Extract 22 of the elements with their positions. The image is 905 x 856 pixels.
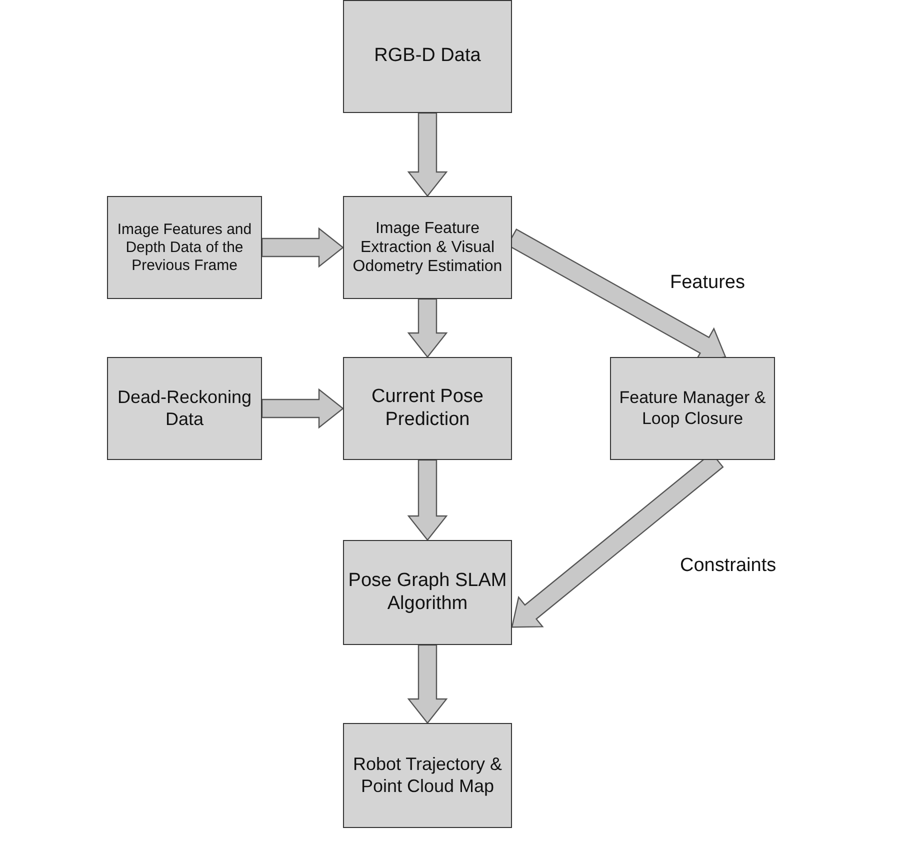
box-label: Feature Manager & Loop Closure <box>618 388 767 429</box>
block-arrow <box>261 227 344 268</box>
block-arrow <box>407 459 448 541</box>
block-arrow <box>407 298 448 358</box>
block-arrow <box>407 644 448 724</box>
box-label: Image Features and Depth Data of the Previous Frame <box>116 220 253 274</box>
box-label: Image Feature Extraction & Visual Odometry Estimation <box>352 218 504 276</box>
process-box <box>107 357 262 460</box>
process-box <box>610 357 775 460</box>
box-label: Current Pose Prediction <box>370 386 484 432</box>
process-box <box>343 723 512 828</box>
box-label: Dead-Reckoning Data <box>116 386 253 430</box>
block-arrow <box>261 388 344 429</box>
box-label: Pose Graph SLAM Algorithm <box>347 570 508 616</box>
process-box <box>343 357 512 460</box>
process-box <box>343 0 512 113</box>
process-box <box>107 196 262 299</box>
block-arrow <box>407 112 448 197</box>
process-box <box>343 196 512 299</box>
box-label: RGB-D Data <box>373 45 482 68</box>
box-label: Robot Trajectory & Point Cloud Map <box>352 754 504 798</box>
process-box <box>343 540 512 645</box>
